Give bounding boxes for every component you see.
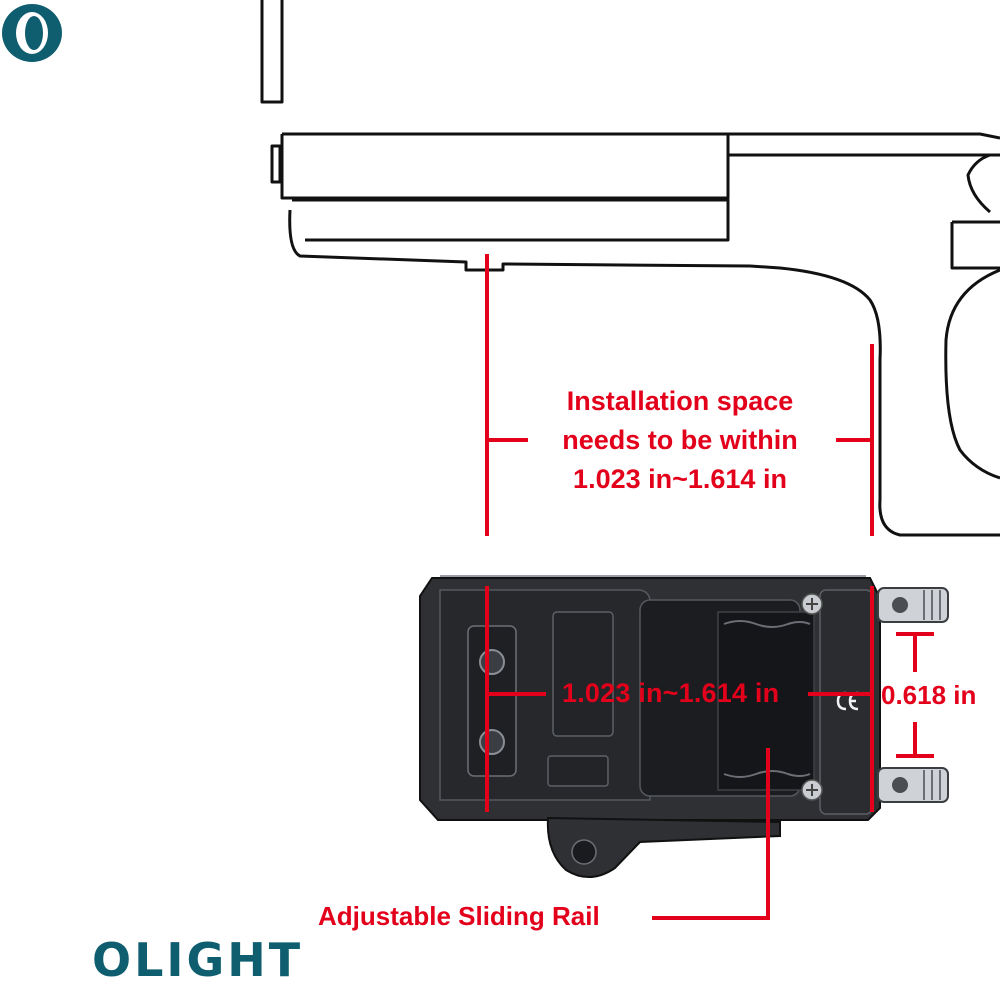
adjustment-knob-bottom (877, 767, 949, 803)
latch-lever (546, 816, 781, 878)
installation-space-line-1: Installation space (566, 386, 794, 416)
inner-dimension-label: 1.023 in~1.614 in (562, 678, 780, 708)
installation-space-line-2: needs to be within (562, 425, 798, 455)
sliding-rail-label: Adjustable Sliding Rail (318, 901, 600, 931)
rail-height-label: 0.618 in (881, 680, 977, 710)
olight-logo-icon (2, 4, 62, 62)
adjustment-knob-top (877, 587, 949, 623)
installation-space-line-3: 1.023 in~1.614 in (573, 464, 787, 494)
installation-space-label: Installation space needs to be within 1.… (500, 382, 860, 499)
brand-wordmark: OLIGHT (92, 933, 304, 987)
